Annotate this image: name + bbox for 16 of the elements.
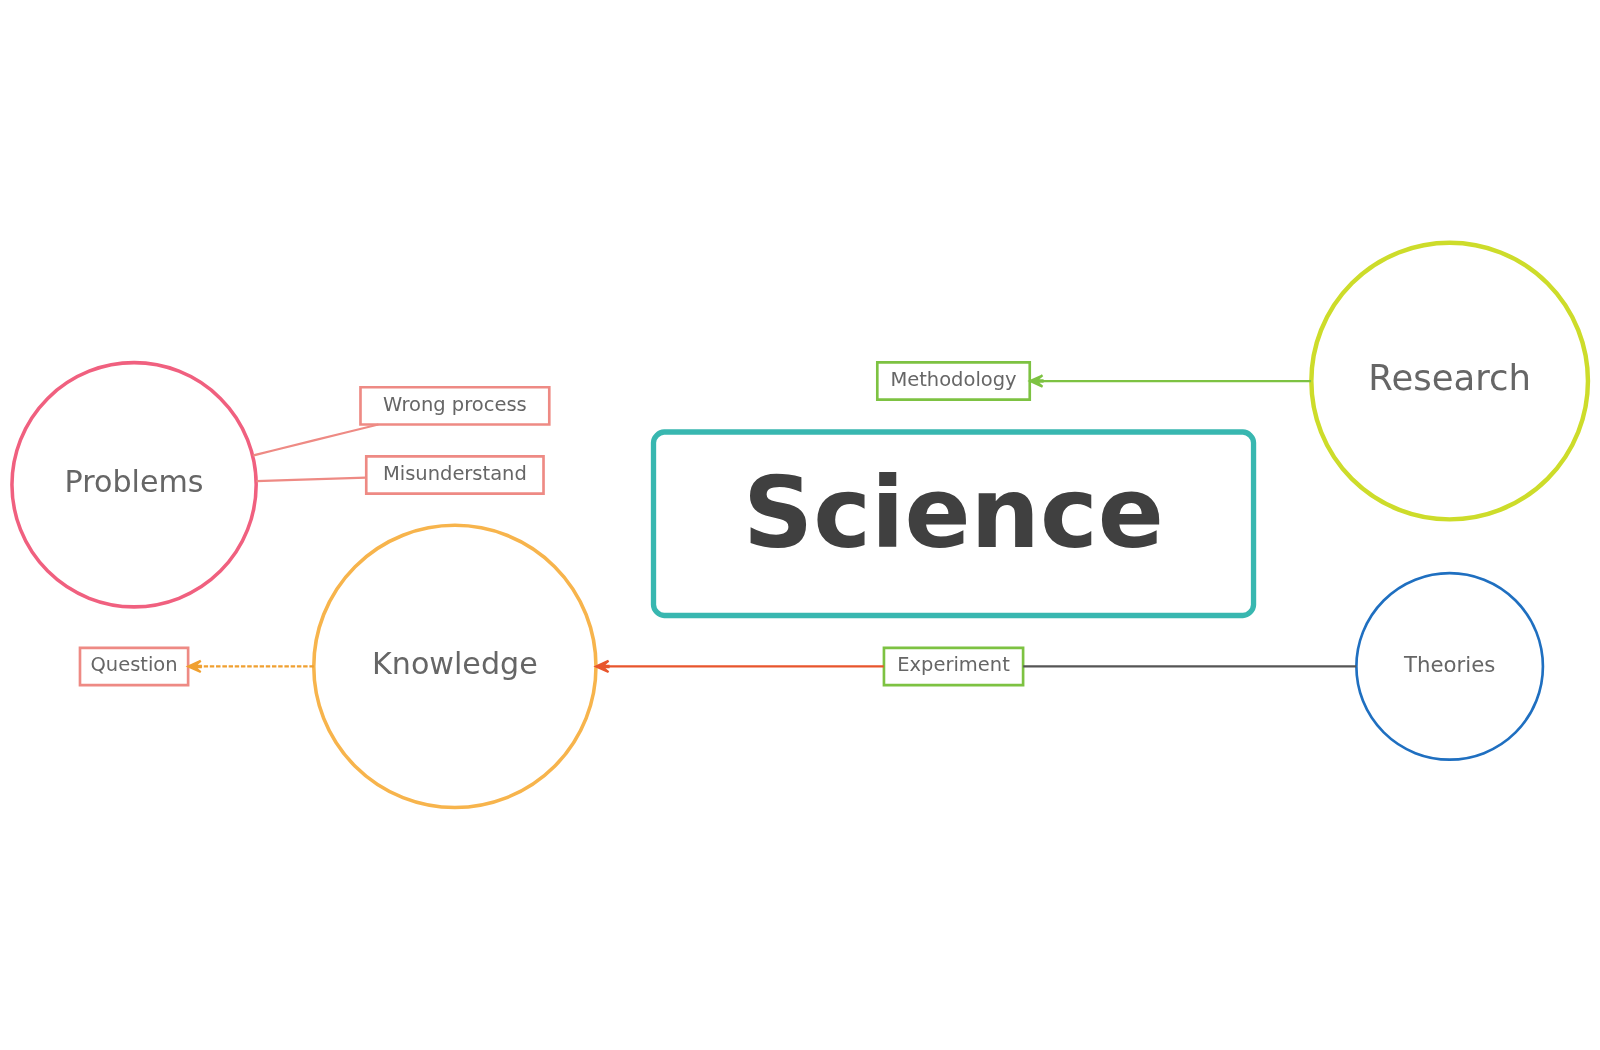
node-box: Question bbox=[78, 646, 190, 687]
node-circle: Research bbox=[1309, 240, 1591, 522]
arrow bbox=[1029, 374, 1312, 388]
node-box: Science bbox=[650, 429, 1257, 619]
arrow bbox=[187, 659, 314, 674]
node-box: Methodology bbox=[875, 361, 1032, 401]
connector bbox=[1023, 665, 1357, 668]
node-box: Experiment bbox=[882, 646, 1025, 687]
node-box: Wrong process bbox=[359, 385, 551, 426]
node-circle: Problems bbox=[10, 360, 258, 609]
node-circle: Knowledge bbox=[312, 523, 598, 810]
node-box: Misunderstand bbox=[364, 455, 545, 495]
arrow bbox=[595, 659, 884, 674]
connector bbox=[256, 476, 366, 483]
node-circle: Theories bbox=[1355, 571, 1545, 762]
connector bbox=[252, 423, 379, 457]
